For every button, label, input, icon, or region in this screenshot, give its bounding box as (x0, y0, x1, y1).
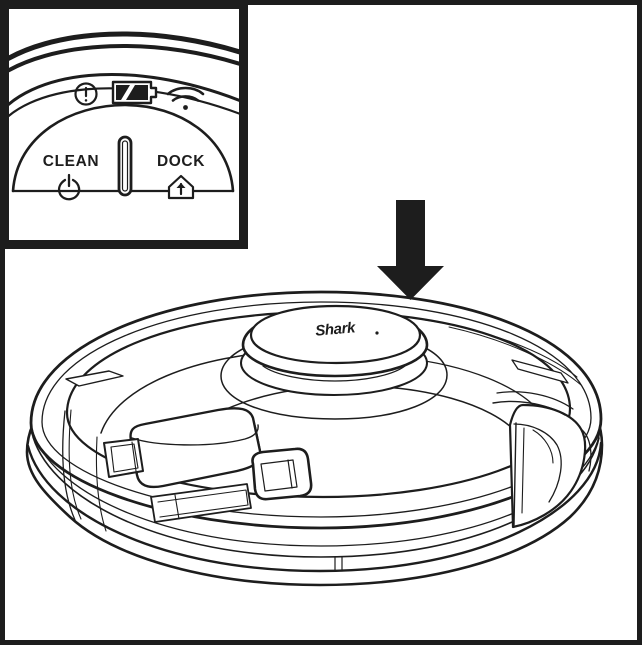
dock-button-label[interactable]: DOCK (157, 153, 205, 170)
deck-highlight-right-2 (448, 326, 582, 386)
sensor-window-right (251, 447, 313, 501)
lid-latch-notch-right (511, 359, 569, 384)
robot-vacuum-illustration: Shark (5, 5, 637, 640)
power-icon[interactable] (57, 173, 81, 201)
status-led-bar (117, 135, 133, 197)
clean-button-label[interactable]: CLEAN (43, 153, 99, 170)
bumper-pad-block (129, 407, 262, 489)
error-icon (74, 82, 98, 106)
shark-logo-text: Shark (315, 319, 357, 339)
control-panel-drawing: CLEAN DOCK (9, 31, 239, 201)
shark-logo: Shark (315, 319, 357, 339)
sensor-window-right-divider (287, 459, 293, 489)
control-panel-inner: CLEAN DOCK (9, 9, 239, 240)
panel-deck-arc-outer (9, 31, 239, 62)
right-side-module-edge (513, 422, 517, 526)
shark-logo-dot (375, 331, 379, 335)
panel-deck-arc-outer-2 (9, 44, 239, 73)
right-side-module-edge-2 (521, 427, 525, 514)
sensor-window-right-inner (260, 459, 298, 492)
robot-vacuum-drawing: Shark (25, 290, 604, 587)
lidar-turret-cap-top (249, 304, 422, 365)
bumper-pad-right-edge (252, 417, 262, 455)
dock-home-icon[interactable] (167, 174, 195, 200)
left-side-seam-3 (95, 436, 107, 532)
lid-latch-notch-left (65, 370, 124, 387)
right-side-module-cap (580, 428, 592, 472)
vacuum-bottom-edge (26, 441, 603, 573)
panel-button-area-outline (11, 103, 235, 193)
sensor-window-left-divider (131, 441, 137, 472)
left-side-seam-2 (68, 409, 82, 520)
deck-highlight-right (424, 319, 578, 378)
front-vent-slot (150, 483, 252, 523)
front-vent-slot-inner (157, 489, 249, 518)
right-module-top-fold (492, 400, 566, 416)
turret-sensor-slot (262, 365, 406, 382)
sensor-window-left (103, 438, 144, 478)
right-module-top-fold-2 (496, 391, 574, 410)
front-vent-slot-edge (174, 494, 180, 520)
left-side-seam (62, 410, 76, 521)
bumper-pad-top-face (131, 424, 259, 446)
right-side-module-seam-2 (532, 429, 554, 464)
battery-icon (111, 80, 158, 105)
panel-upper-arc (9, 72, 239, 107)
right-side-module-seam (513, 423, 562, 503)
control-panel-callout: CLEAN DOCK (0, 0, 248, 249)
right-side-module (508, 403, 587, 529)
sensor-window-left-inner (110, 443, 139, 473)
wifi-icon (166, 86, 205, 110)
